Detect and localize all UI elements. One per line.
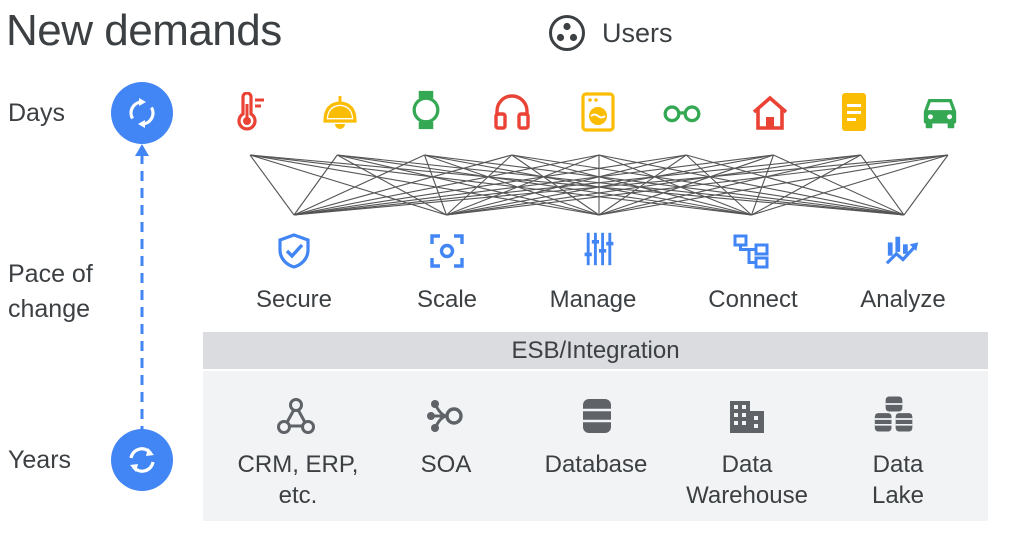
mesh-link bbox=[598, 154, 905, 216]
service-label-analyze: Analyze bbox=[860, 286, 946, 313]
years-sync-circle bbox=[111, 429, 173, 491]
legacy-label-data-warehouse: Data Warehouse bbox=[672, 449, 822, 511]
users-icon bbox=[549, 15, 585, 51]
mesh-link bbox=[750, 154, 775, 216]
mesh-link bbox=[293, 154, 861, 216]
pace-label-line2: change bbox=[8, 295, 91, 323]
mesh-link bbox=[446, 154, 600, 216]
mesh-link bbox=[337, 154, 752, 216]
legacy-label-data-warehouse-line2: Warehouse bbox=[686, 482, 808, 509]
ceiling-light-icon bbox=[323, 96, 357, 129]
days-sync-circle bbox=[111, 82, 173, 144]
mesh-link bbox=[293, 154, 338, 216]
shield-check-icon bbox=[278, 233, 310, 269]
glasses-icon bbox=[663, 105, 701, 123]
mesh-link bbox=[337, 154, 600, 216]
mesh-link bbox=[598, 154, 861, 216]
mesh-link bbox=[446, 154, 513, 216]
legacy-label-database: Database bbox=[521, 449, 671, 480]
pace-label-line1: Pace of bbox=[8, 260, 93, 288]
mesh-link bbox=[446, 154, 861, 216]
home-icon bbox=[752, 95, 788, 130]
mesh-link bbox=[903, 154, 949, 216]
smartwatch-icon bbox=[412, 90, 440, 130]
sliders-icon bbox=[584, 232, 614, 266]
mesh-link bbox=[293, 154, 687, 216]
mesh-link bbox=[336, 154, 447, 216]
building-icon bbox=[730, 401, 764, 433]
years-label: Years bbox=[8, 446, 72, 474]
mesh-link bbox=[424, 154, 905, 216]
legacy-label-crm-erp-line1: CRM, ERP, bbox=[237, 451, 359, 478]
sync-alt-icon bbox=[129, 447, 155, 473]
mesh-link bbox=[511, 154, 752, 216]
thermometer-icon bbox=[237, 92, 264, 131]
legacy-label-data-warehouse-line1: Data bbox=[721, 451, 773, 478]
mesh-link bbox=[293, 154, 600, 216]
legacy-label-data-lake-line1: Data bbox=[872, 451, 924, 478]
mesh-link bbox=[511, 154, 905, 216]
sync-icon bbox=[129, 98, 155, 128]
hub-nodes-icon bbox=[277, 398, 315, 434]
service-label-scale: Scale bbox=[416, 286, 478, 313]
legacy-label-crm-erp-line2: etc. bbox=[278, 482, 318, 509]
mesh-link bbox=[446, 154, 949, 216]
service-label-connect: Connect bbox=[708, 286, 798, 313]
database-icon bbox=[583, 399, 611, 433]
mesh-link bbox=[249, 154, 295, 216]
esb-label: ESB/Integration bbox=[511, 336, 680, 364]
legacy-label-soa-line1: SOA bbox=[420, 451, 472, 478]
mesh-link bbox=[598, 154, 949, 216]
data-lake-icon bbox=[874, 396, 913, 432]
mesh-link bbox=[249, 154, 752, 216]
legacy-label-crm-erp: CRM, ERP, etc. bbox=[223, 449, 373, 511]
pace-arrow bbox=[135, 144, 149, 432]
mesh-link bbox=[598, 154, 687, 216]
mesh-link bbox=[511, 154, 600, 216]
page-title: New demands bbox=[6, 6, 282, 55]
mesh-link bbox=[293, 154, 949, 216]
car-icon bbox=[923, 99, 957, 129]
soa-fork-icon bbox=[427, 400, 463, 432]
service-label-manage: Manage bbox=[549, 286, 637, 313]
days-label: Days bbox=[8, 99, 65, 127]
washing-machine-icon bbox=[581, 92, 615, 132]
headphones-icon bbox=[494, 94, 530, 130]
mesh-link bbox=[249, 154, 600, 216]
mesh-link bbox=[293, 154, 774, 216]
tablet-icon bbox=[842, 93, 866, 131]
scale-focus-icon bbox=[430, 234, 464, 268]
mesh-link bbox=[424, 154, 752, 216]
mesh-link bbox=[249, 154, 447, 216]
esb-integration-bar: ESB/Integration bbox=[203, 332, 988, 369]
mesh-link bbox=[424, 154, 600, 216]
legacy-systems-panel bbox=[203, 371, 988, 521]
mesh-link bbox=[293, 154, 512, 216]
legacy-label-soa: SOA bbox=[371, 449, 521, 480]
mesh-link bbox=[598, 154, 774, 216]
connect-nodes-icon bbox=[733, 234, 769, 269]
mesh-link bbox=[423, 154, 448, 216]
legacy-label-data-lake-line2: Lake bbox=[871, 482, 925, 509]
legacy-label-data-lake: Data Lake bbox=[823, 449, 973, 511]
analytics-icon bbox=[885, 236, 919, 265]
users-header: Users bbox=[548, 14, 673, 52]
mesh-link bbox=[686, 154, 905, 216]
users-label: Users bbox=[602, 17, 673, 48]
mesh-link bbox=[446, 154, 687, 216]
mesh-link bbox=[446, 154, 774, 216]
mesh-link bbox=[751, 154, 949, 216]
legacy-label-database-line1: Database bbox=[544, 451, 648, 478]
service-label-secure: Secure bbox=[255, 286, 333, 313]
mesh-link bbox=[293, 154, 425, 216]
